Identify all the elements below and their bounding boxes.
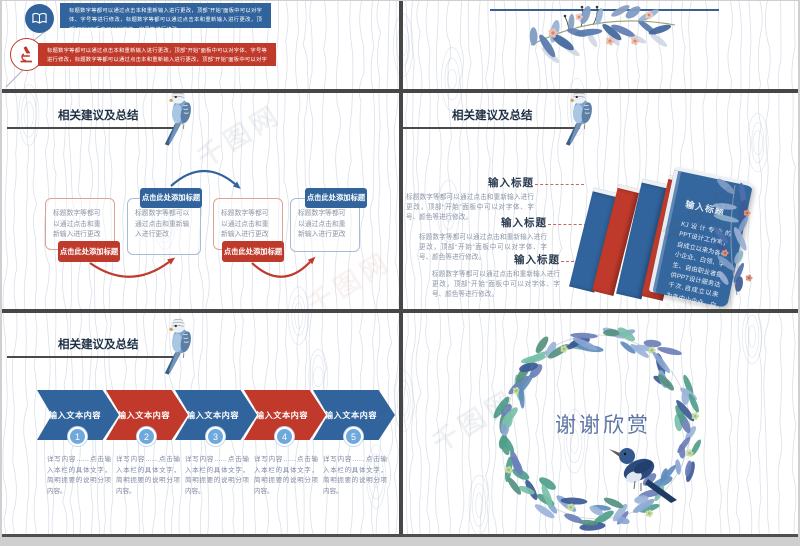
item-heading: 输入标题	[514, 254, 560, 266]
grid-divider-horizontal	[2, 309, 798, 313]
step-label: 输入文本内容	[255, 411, 309, 420]
red-text-bar: 标题数字等都可以通过点击本和重新输入进行更改，顶部“开始”面板中可以对字体、字号…	[38, 43, 276, 73]
open-book-icon-circle	[25, 4, 54, 33]
parakeet-bird-illustration	[160, 316, 202, 377]
diagram-box: 标题数字等都可以通过点击和重新输入进行更改	[45, 198, 115, 250]
step-number-badge: 4	[275, 427, 294, 446]
slide-thumb-cycle-diagram: 相关建议及总结 标题数字等都可以通过点击和重新输入进行更改 标题数字等都可以通过…	[2, 93, 399, 309]
dashed-connector	[548, 224, 592, 225]
open-book-icon	[31, 11, 48, 26]
slide-thumb-top-right	[403, 1, 798, 89]
diagram-label: 点击此处添加标题	[140, 188, 202, 208]
step-description: 详写内容……点击输入本栏的具体文字，简明扼要的说明分项内容。	[47, 456, 111, 496]
diagram-label: 点击此处添加标题	[222, 241, 284, 262]
item-body: 标题数字等都可以通过点击和重新输入进行更改，顶部“开始”面板中可以对字体、字号、…	[419, 234, 547, 262]
step-description: 详写内容……点击输入本栏的具体文字，简明扼要的说明分项内容。	[185, 456, 249, 496]
step-label: 输入文本内容	[48, 411, 102, 420]
floral-branch-illustration	[529, 5, 676, 64]
slide-thumb-top-left: 标题数字等都可以通过点击本和重新输入进行更改，顶部“开始”面板中可以对字体、字号…	[2, 1, 399, 89]
title-underline	[403, 127, 580, 129]
title-item: 输入标题 标题数字等都可以通过点击和重新输入进行更改，顶部“开始”面板中可以对字…	[419, 215, 547, 264]
item-heading: 输入标题	[501, 217, 547, 229]
item-heading: 输入标题	[488, 177, 534, 189]
item-body: 标题数字等都可以通过点击和重新输入进行更改，顶部“开始”面板中可以对字体、字号、…	[432, 271, 560, 299]
step-label: 输入文本内容	[117, 411, 171, 420]
blue-text-bar: 标题数字等都可以通过点击本和重新输入进行更改，顶部“开始”面板中可以对字体、字号…	[60, 3, 271, 33]
dashed-connector	[535, 184, 584, 185]
diagram-label: 点击此处添加标题	[58, 241, 120, 262]
title-underline	[7, 356, 178, 358]
slide-thumb-thanks: 谢谢欣赏	[403, 313, 798, 534]
step-number-badge: 1	[68, 427, 87, 446]
leaf-branch-illustration	[713, 178, 753, 296]
title-item: 输入标题 标题数字等都可以通过点击和重新输入进行更改，顶部“开始”面板中可以对字…	[432, 252, 560, 301]
grid-divider-vertical	[399, 1, 403, 534]
diagram-label: 点击此处添加标题	[305, 188, 367, 208]
step-label: 输入文本内容	[186, 411, 240, 420]
divider-line	[490, 9, 719, 11]
step-description: 详写内容……点击输入本栏的具体文字，简明扼要的说明分项内容。	[254, 456, 318, 496]
step-number-badge: 5	[344, 427, 363, 446]
thanks-title: 谢谢欣赏	[555, 414, 651, 437]
slide-title: 相关建议及总结	[452, 110, 533, 122]
microscope-icon	[17, 45, 36, 64]
slide-grid-sheet: 标题数字等都可以通过点击本和重新输入进行更改，顶部“开始”面板中可以对字体、字号…	[2, 1, 798, 537]
slide-thumb-process: 相关建议及总结 输入文本内容 输入文本内容 输入文本内容 输入文本内容 输入文本…	[2, 313, 399, 534]
woodgrain-background	[2, 1, 797, 534]
step-description: 详写内容……点击输入本栏的具体文字，简明扼要的说明分项内容。	[323, 456, 387, 496]
title-item: 输入标题 标题数字等都可以通过点击和重新输入进行更改，顶部“开始”面板中可以对字…	[406, 175, 534, 224]
step-label: 输入文本内容	[324, 411, 378, 420]
step-number-badge: 3	[206, 427, 225, 446]
grid-divider-horizontal	[2, 89, 798, 93]
step-number-badge: 2	[137, 427, 156, 446]
title-underline	[7, 127, 178, 129]
step-description: 详写内容……点击输入本栏的具体文字，简明扼要的说明分项内容。	[116, 456, 180, 496]
slide-title: 相关建议及总结	[58, 339, 139, 351]
slide-title: 相关建议及总结	[58, 110, 139, 122]
item-body: 标题数字等都可以通过点击和重新输入进行更改，顶部“开始”面板中可以对字体、字号、…	[406, 194, 534, 222]
slide-thumb-books: 相关建议及总结 输入标题 标题数字等都可以通过点击和重新输入进行更改，顶部“开始…	[403, 93, 798, 309]
flow-arrows	[89, 169, 316, 278]
wreath-illustration	[493, 327, 701, 531]
